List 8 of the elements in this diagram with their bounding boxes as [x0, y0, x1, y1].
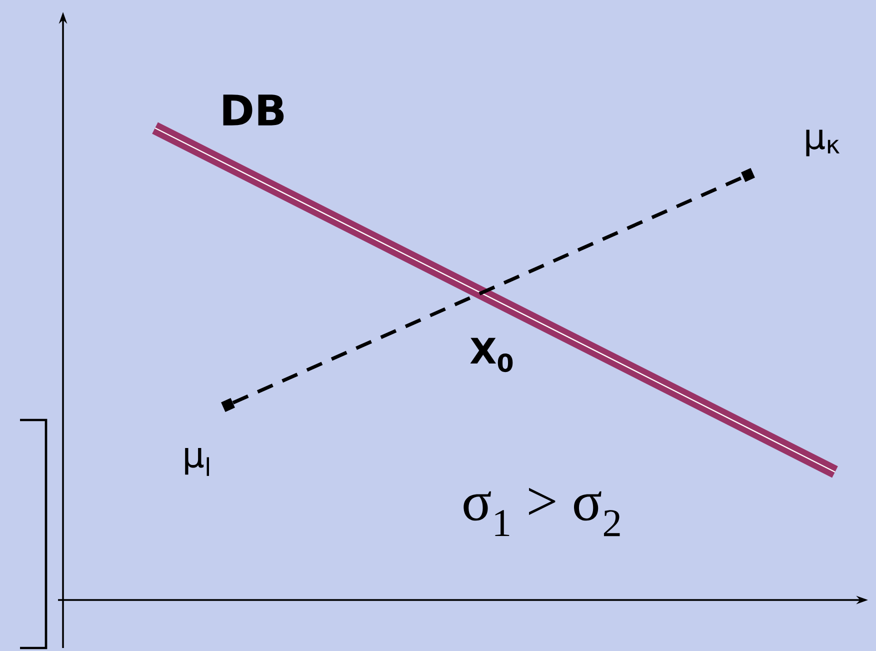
formula-text: σ$_{1}$ > σ$_{2}$ — [464, 488, 620, 536]
point-marker — [741, 168, 755, 182]
point-label: X$_{0}$ — [470, 338, 513, 372]
boundary-label: DB — [223, 94, 284, 126]
point-label: μ$_{κ}$ — [806, 130, 840, 156]
point-marker — [221, 398, 235, 412]
dashed-line — [232, 176, 744, 404]
point-label: μ$_{l}$ — [185, 448, 209, 476]
